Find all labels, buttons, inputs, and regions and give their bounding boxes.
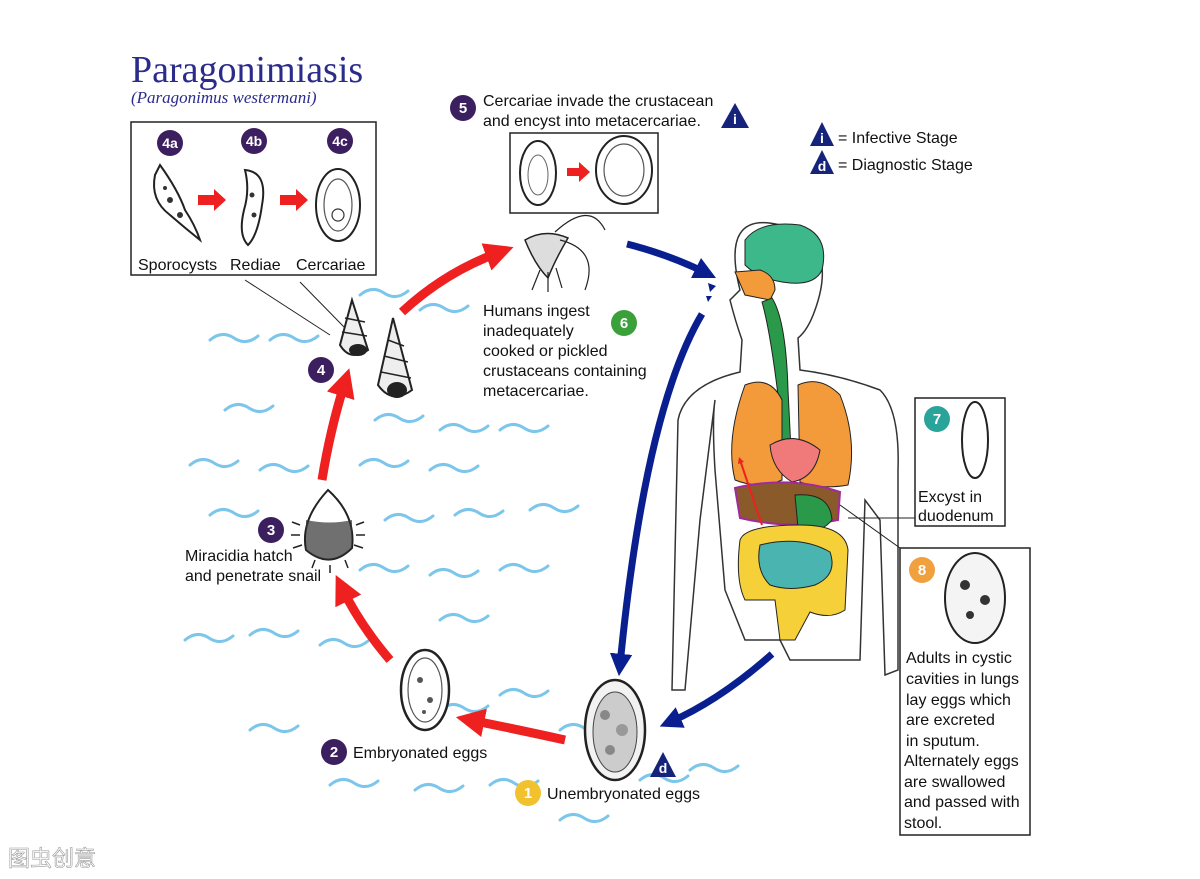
- snail-icon: [338, 296, 370, 356]
- stage-2-label: Embryonated eggs: [353, 745, 487, 762]
- metacercaria-icon: [595, 135, 653, 205]
- diagnostic-stage-marker-icon: d: [650, 752, 676, 777]
- stage-5-badge: 5: [459, 100, 467, 117]
- stage-1-label: Unembryonated eggs: [547, 786, 700, 803]
- small-intestine: [758, 540, 833, 589]
- stage-6-text-line: inadequately: [483, 323, 574, 340]
- arrow-sputum-to-egg: [609, 312, 706, 677]
- adult-fluke-icon: [944, 552, 1006, 644]
- stage-4b-badge: 4b: [246, 133, 262, 149]
- legend: i = Infective Stage d = Diagnostic Stage: [810, 122, 973, 174]
- stage-8-text-line: are excreted: [906, 712, 995, 729]
- infective-stage-icon: i: [810, 122, 834, 146]
- cercaria-icon: [519, 140, 557, 206]
- ingestion-marks: [706, 283, 716, 302]
- stage-8-text-line: and passed with: [904, 794, 1020, 811]
- unembryonated-egg-icon: [583, 678, 647, 782]
- embryonated-egg-icon: [399, 648, 451, 732]
- stage-1-badge: 1: [524, 785, 532, 802]
- arrow-right-icon: [198, 189, 226, 211]
- legend-diagnostic-text: = Diagnostic Stage: [838, 157, 973, 174]
- stage-4-badge: 4: [317, 362, 326, 379]
- miracidium-icon: [291, 488, 365, 573]
- stage-7-text-line1: Excyst in: [918, 489, 982, 506]
- svg-text:d: d: [659, 760, 668, 776]
- stage-8-text-line: Adults in cystic: [906, 650, 1012, 667]
- sporocyst-icon: [153, 163, 203, 243]
- arrow-crustacean-to-human: [626, 240, 717, 279]
- stage-3-badge: 3: [267, 522, 275, 539]
- stage-8-text-line: are swallowed: [904, 774, 1005, 791]
- stage-8-text-line: Alternately eggs: [904, 753, 1019, 770]
- snail-icon: [376, 317, 414, 398]
- snail-stages-box: 4a 4b 4c Sporocysts Rediae Cercariae: [130, 121, 377, 276]
- sporocysts-label: Sporocysts: [138, 257, 217, 274]
- svg-text:i: i: [820, 130, 824, 146]
- stage-8-badge: 8: [918, 562, 926, 579]
- stage-4c-badge: 4c: [332, 133, 348, 149]
- nasal-cavity: [734, 269, 776, 301]
- watermark: 图虫创意: [8, 847, 96, 872]
- page-title: Paragonimiasis: [131, 49, 363, 91]
- arrow-right-icon: [280, 189, 308, 211]
- stage-8-text-line: cavities in lungs: [906, 671, 1019, 688]
- arrow-embryonated-to-miracidium: [335, 575, 394, 663]
- stage-8-box: 8 Adults in cystic cavities in lungs lay…: [899, 547, 1031, 836]
- cercaria-icon: [315, 168, 361, 242]
- arrow-stool-to-egg: [659, 651, 775, 728]
- stage-6-text-line: Humans ingest: [483, 303, 590, 320]
- diagnostic-stage-icon: d: [810, 150, 834, 174]
- stage-7-badge: 7: [933, 411, 941, 428]
- stage-8-text-line: lay eggs which: [906, 692, 1011, 709]
- stage-8-text-line: in sputum.: [906, 733, 980, 750]
- stage-5-text-line1: Cercariae invade the crustacean: [483, 93, 713, 110]
- stage-7-text-line2: duodenum: [918, 508, 994, 525]
- stage-6-text-line: crustaceans containing: [483, 363, 647, 380]
- page-subtitle: (Paragonimus westermani): [131, 88, 317, 107]
- cercariae-label: Cercariae: [296, 257, 365, 274]
- heart: [769, 438, 821, 483]
- human-figure: [671, 221, 899, 691]
- svg-text:d: d: [818, 158, 827, 174]
- legend-infective-text: = Infective Stage: [838, 130, 958, 147]
- stage-3-text-line1: Miracidia hatch: [185, 548, 293, 565]
- excysted-larva-icon: [961, 401, 989, 479]
- arrow-right-icon: [567, 162, 590, 182]
- redia-icon: [240, 168, 265, 247]
- arrow-miracidium-to-snail: [317, 368, 355, 481]
- stage-5-text-line2: and encyst into metacercariae.: [483, 113, 701, 130]
- stage-4a-badge: 4a: [162, 135, 178, 151]
- stage-6-badge: 6: [620, 315, 628, 332]
- rediae-label: Rediae: [230, 257, 281, 274]
- arrow-egg-to-embryonated: [455, 708, 566, 745]
- svg-text:i: i: [733, 111, 737, 127]
- stage-6-text-line: cooked or pickled: [483, 343, 608, 360]
- stage-3-text-line2: and penetrate snail: [185, 568, 321, 585]
- crustacean-stages-box: [509, 132, 659, 214]
- stage-8-text-line: stool.: [904, 815, 942, 832]
- stage-2-badge: 2: [330, 744, 338, 761]
- stage-7-box: 7 Excyst in duodenum: [914, 397, 1006, 527]
- crustacean-icon: [524, 214, 606, 292]
- arrow-snail-to-crustacean: [398, 243, 514, 316]
- stage-6-text-line: metacercariae.: [483, 383, 589, 400]
- infective-stage-marker-icon: i: [721, 103, 749, 128]
